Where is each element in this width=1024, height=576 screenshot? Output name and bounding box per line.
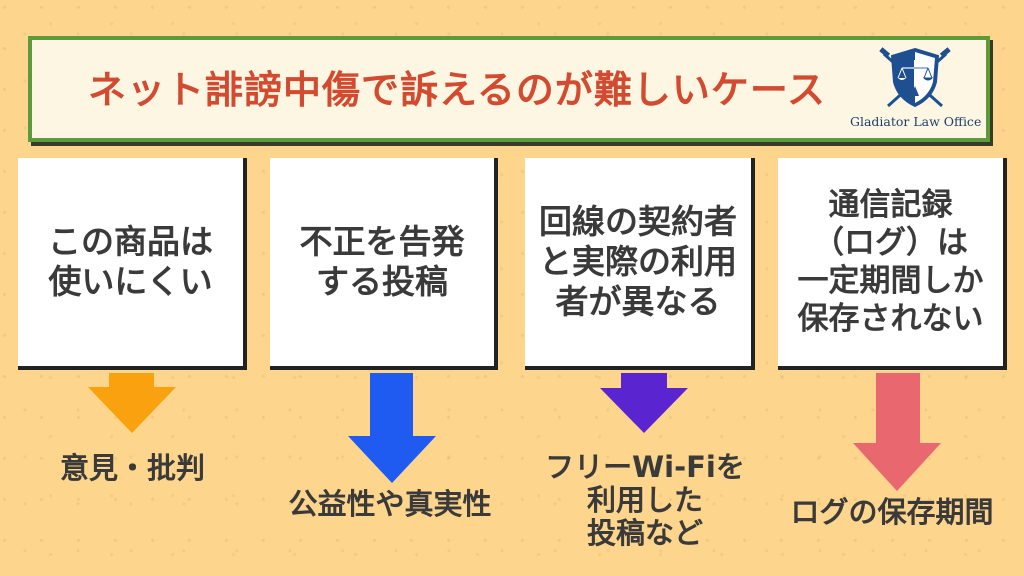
shield-scales-swords-icon (879, 47, 951, 108)
case-result-text: フリーWi-Fiを 利用した 投稿など (545, 450, 745, 550)
arrow-down-icon (853, 373, 941, 491)
case-card-opinion: この商品は 使いにくい (18, 158, 247, 370)
arrow-down-icon (348, 373, 436, 483)
case-card-text: 通信記録 （ログ）は 一定期間しか 保存されない (797, 187, 984, 337)
case-result-text: 公益性や真実性 (288, 487, 492, 521)
case-card-text: 回線の契約者 と実際の利用 者が異なる (539, 202, 737, 321)
arrow-down-icon (88, 373, 176, 433)
case-result-text: 意見・批判 (59, 451, 205, 485)
law-office-name: Gladiator Law Office (850, 114, 982, 129)
page-title: ネット誹謗中傷で訴えるのが難しいケース (88, 68, 826, 112)
law-office-logo: Gladiator Law Office (850, 46, 982, 138)
case-card-different-user: 回線の契約者 と実際の利用 者が異なる (525, 158, 755, 370)
case-card-text: この商品は 使いにくい (48, 222, 213, 301)
case-card-text: 不正を告発 する投稿 (299, 222, 465, 301)
arrow-down-icon (600, 373, 688, 433)
case-card-whistleblowing: 不正を告発 する投稿 (270, 158, 498, 370)
title-banner: ネット誹謗中傷で訴えるのが難しいケース Gladiator Law Office (28, 36, 990, 142)
case-result-text: ログの保存期間 (790, 495, 994, 529)
case-card-log-retention: 通信記録 （ログ）は 一定期間しか 保存されない (778, 158, 1007, 370)
